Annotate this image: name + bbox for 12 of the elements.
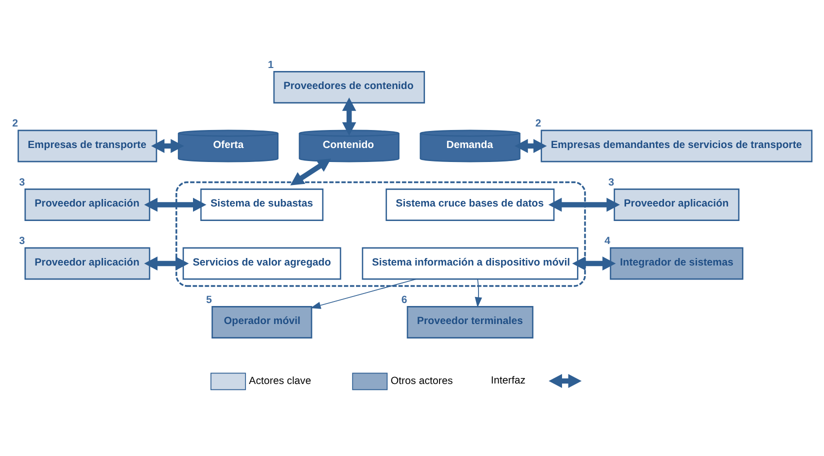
node-label: 5 bbox=[206, 294, 212, 306]
node-label: 4 bbox=[604, 236, 610, 247]
node-label: 2 bbox=[535, 118, 542, 130]
node-label: 3 bbox=[608, 176, 614, 188]
node-label: 3 bbox=[19, 176, 25, 188]
node-label: 2 bbox=[12, 118, 18, 130]
node-label: 3 bbox=[19, 236, 25, 247]
legend-label: Interfaz bbox=[490, 375, 526, 386]
legend-label: Otros actores bbox=[390, 376, 453, 387]
node-label: 6 bbox=[401, 294, 408, 306]
legend-label: Actores clave bbox=[248, 376, 312, 387]
node-label: 1 bbox=[268, 59, 274, 70]
